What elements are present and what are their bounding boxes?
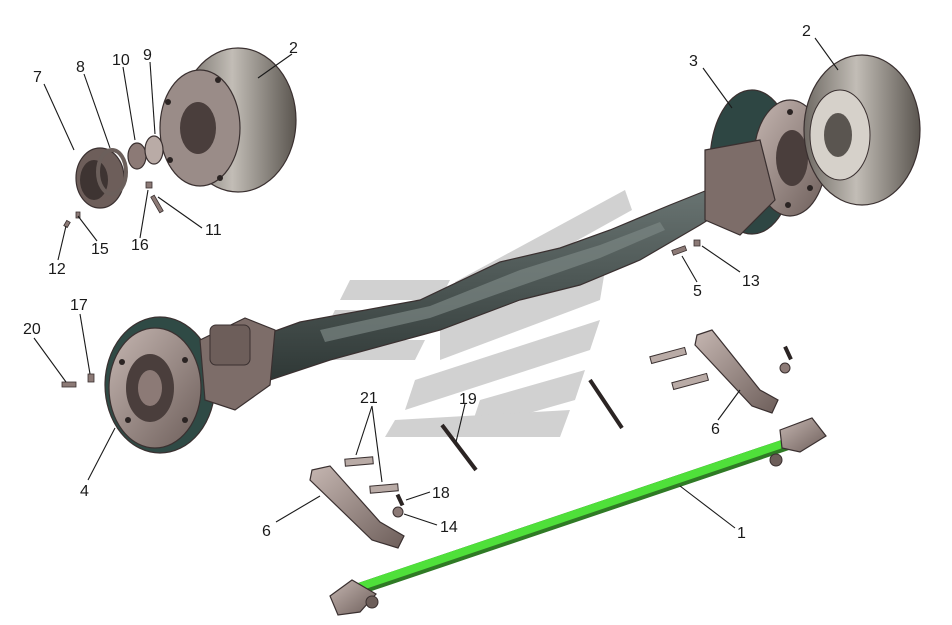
callout-14: 14	[440, 519, 458, 536]
callout-9: 9	[143, 47, 152, 64]
callout-15: 15	[91, 241, 109, 258]
right-brake-drum	[803, 54, 921, 206]
callout-16: 16	[131, 237, 149, 254]
callout-8: 8	[76, 59, 85, 76]
callout-4: 4	[80, 483, 89, 500]
axle-beam	[244, 184, 742, 381]
callout-11: 11	[205, 222, 222, 239]
steering-arm-left	[309, 456, 405, 549]
callout-10: 10	[112, 52, 130, 69]
cotter-pins	[440, 378, 624, 472]
callout-13: 13	[742, 273, 760, 290]
callout-17: 17	[70, 297, 88, 314]
callout-2-left: 2	[289, 40, 298, 57]
callout-12: 12	[48, 261, 66, 278]
callout-6-left: 6	[262, 523, 271, 540]
small-fasteners	[61, 181, 701, 388]
left-brake-assembly	[104, 316, 276, 454]
callout-7: 7	[33, 69, 42, 86]
callout-2-right: 2	[802, 23, 811, 40]
callout-5: 5	[693, 283, 702, 300]
callout-labels: 2 2 3 7 8 10 9 11 16 12 15 5 13 20 17 4 …	[23, 23, 811, 542]
steering-arm-right	[649, 329, 793, 414]
tie-rod	[329, 417, 827, 616]
callout-21: 21	[360, 390, 378, 407]
callout-20: 20	[23, 321, 41, 338]
hub-cap-parts	[75, 135, 164, 209]
callout-19: 19	[459, 391, 477, 408]
callout-18: 18	[432, 485, 450, 502]
leader-lines	[33, 37, 839, 529]
callout-3: 3	[689, 53, 698, 70]
callout-1: 1	[737, 525, 746, 542]
left-brake-drum	[159, 47, 297, 193]
callout-6-right: 6	[711, 421, 720, 438]
